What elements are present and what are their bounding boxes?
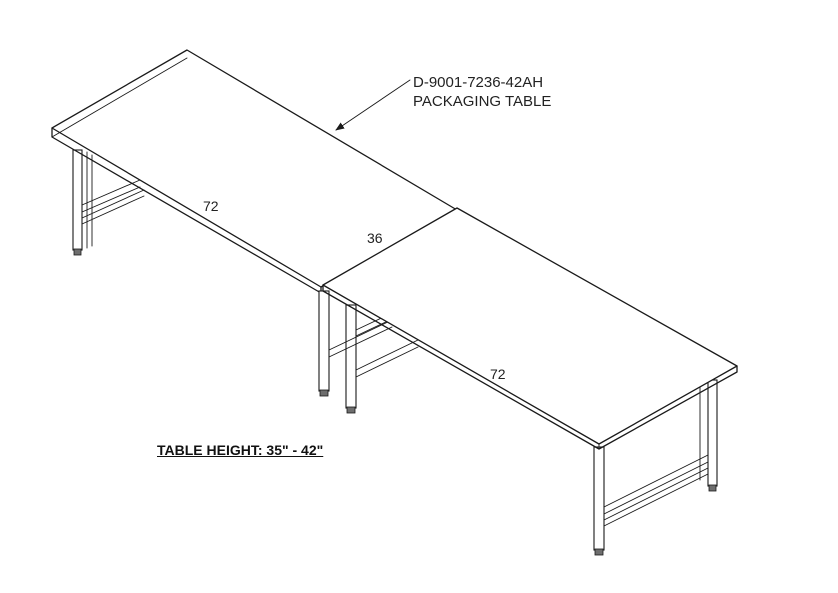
table-1-left-frame [72,149,145,256]
table-height-note: TABLE HEIGHT: 35" - 42" [157,442,324,458]
table-2 [322,207,738,556]
part-description: PACKAGING TABLE [413,93,552,110]
part-number: D-9001-7236-42AH [413,74,544,91]
table-1-front-legs [318,290,330,397]
table-2-back-right-leg [707,379,718,492]
part-callout: D-9001-7236-42AH PACKAGING TABLE [413,73,551,111]
dimension-36-joint: 36 [367,230,383,246]
table-1 [51,49,458,397]
dimension-72-table2: 72 [490,366,506,382]
callout-leader [335,79,411,131]
table-2-inner-frame [328,304,419,414]
dimension-72-table1: 72 [203,198,219,214]
